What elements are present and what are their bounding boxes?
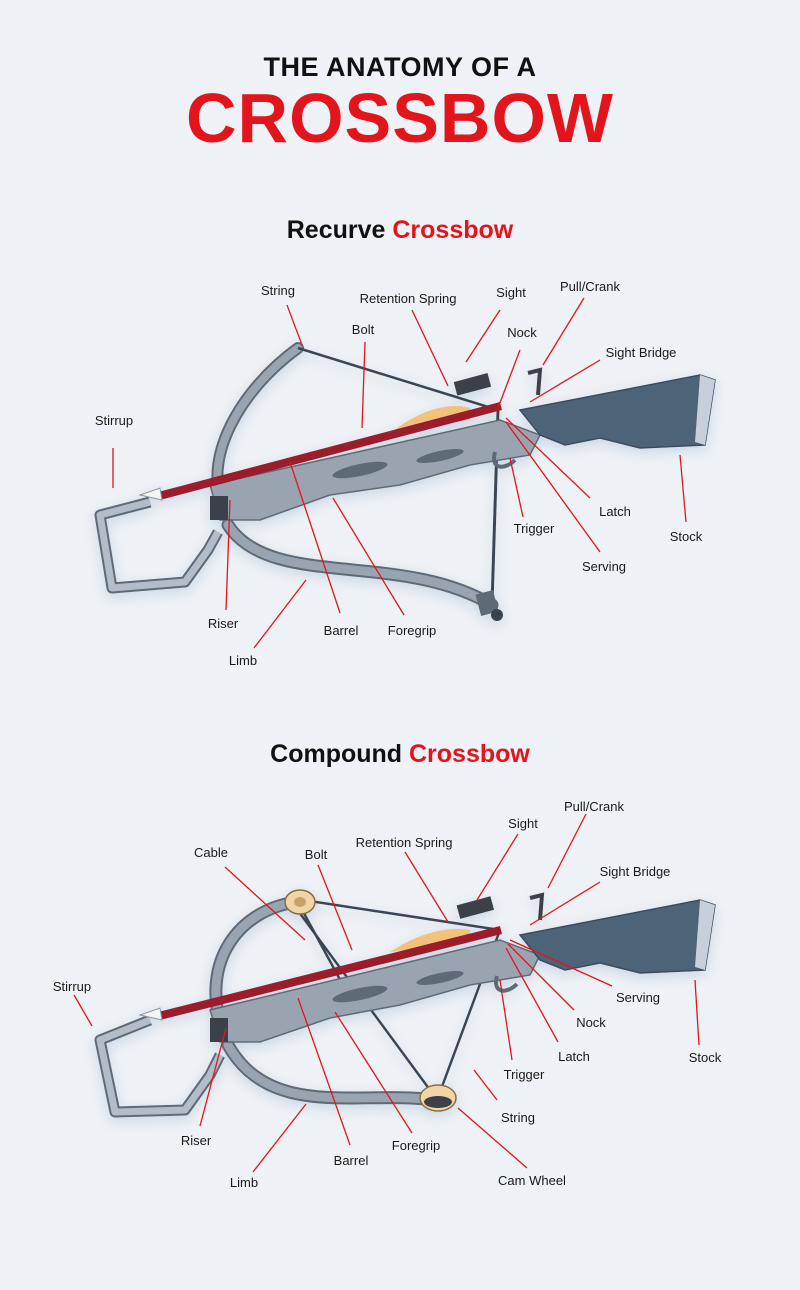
compound-label-stock: Stock [689, 1050, 722, 1065]
compound-label-foregrip: Foregrip [392, 1138, 440, 1153]
compound-label-serving: Serving [616, 990, 660, 1005]
recurve-label-pull-crank: Pull/Crank [560, 279, 620, 294]
compound-label-riser: Riser [181, 1133, 212, 1148]
recurve-label-trigger: Trigger [514, 521, 555, 536]
recurve-heading: Recurve Crossbow [0, 216, 800, 245]
recurve-label-foregrip: Foregrip [388, 623, 436, 638]
compound-leader-lines [73, 813, 700, 1173]
compound-label-bolt: Bolt [305, 847, 328, 862]
compound-crossbow-diagram: Pull/Crank Sight Cable Bolt Retention Sp… [53, 799, 722, 1190]
compound-crossbow-illustration [94, 889, 716, 1118]
recurve-label-stock: Stock [670, 529, 703, 544]
compound-label-sight-bridge: Sight Bridge [600, 864, 671, 879]
recurve-label-barrel: Barrel [324, 623, 359, 638]
title-line-1: THE ANATOMY OF A [263, 52, 537, 82]
compound-label-string: String [501, 1110, 535, 1125]
compound-label-sight: Sight [508, 816, 538, 831]
title-line-2: CROSSBOW [186, 79, 614, 157]
recurve-heading-accent: Crossbow [392, 216, 514, 244]
recurve-leader-lines [112, 297, 687, 649]
compound-label-limb: Limb [230, 1175, 258, 1190]
recurve-label-retention-spring: Retention Spring [360, 291, 457, 306]
recurve-labels: String Retention Spring Sight Pull/Crank… [95, 279, 703, 668]
compound-label-latch: Latch [558, 1049, 590, 1064]
compound-label-retention-spring: Retention Spring [356, 835, 453, 850]
recurve-label-string: String [261, 283, 295, 298]
recurve-crossbow-diagram: String Retention Spring Sight Pull/Crank… [94, 279, 716, 668]
recurve-label-latch: Latch [599, 504, 631, 519]
recurve-label-sight-bridge: Sight Bridge [606, 345, 677, 360]
recurve-label-riser: Riser [208, 616, 239, 631]
recurve-label-serving: Serving [582, 559, 626, 574]
recurve-label-sight: Sight [496, 285, 526, 300]
compound-label-nock: Nock [576, 1015, 606, 1030]
compound-label-cam-wheel: Cam Wheel [498, 1173, 566, 1188]
compound-label-pull-crank: Pull/Crank [564, 799, 624, 814]
compound-label-cable: Cable [194, 845, 228, 860]
compound-heading: Compound Crossbow [0, 740, 800, 769]
recurve-label-stirrup: Stirrup [95, 413, 133, 428]
recurve-label-limb: Limb [229, 653, 257, 668]
recurve-label-bolt: Bolt [352, 322, 375, 337]
recurve-heading-main: Recurve [286, 216, 393, 244]
recurve-crossbow-illustration [94, 342, 716, 621]
recurve-label-nock: Nock [507, 325, 537, 340]
compound-heading-accent: Crossbow [409, 740, 530, 768]
compound-label-stirrup: Stirrup [53, 979, 91, 994]
compound-heading-main: Compound [270, 740, 409, 768]
compound-label-barrel: Barrel [334, 1153, 369, 1168]
compound-label-trigger: Trigger [504, 1067, 545, 1082]
compound-labels: Pull/Crank Sight Cable Bolt Retention Sp… [53, 799, 722, 1190]
